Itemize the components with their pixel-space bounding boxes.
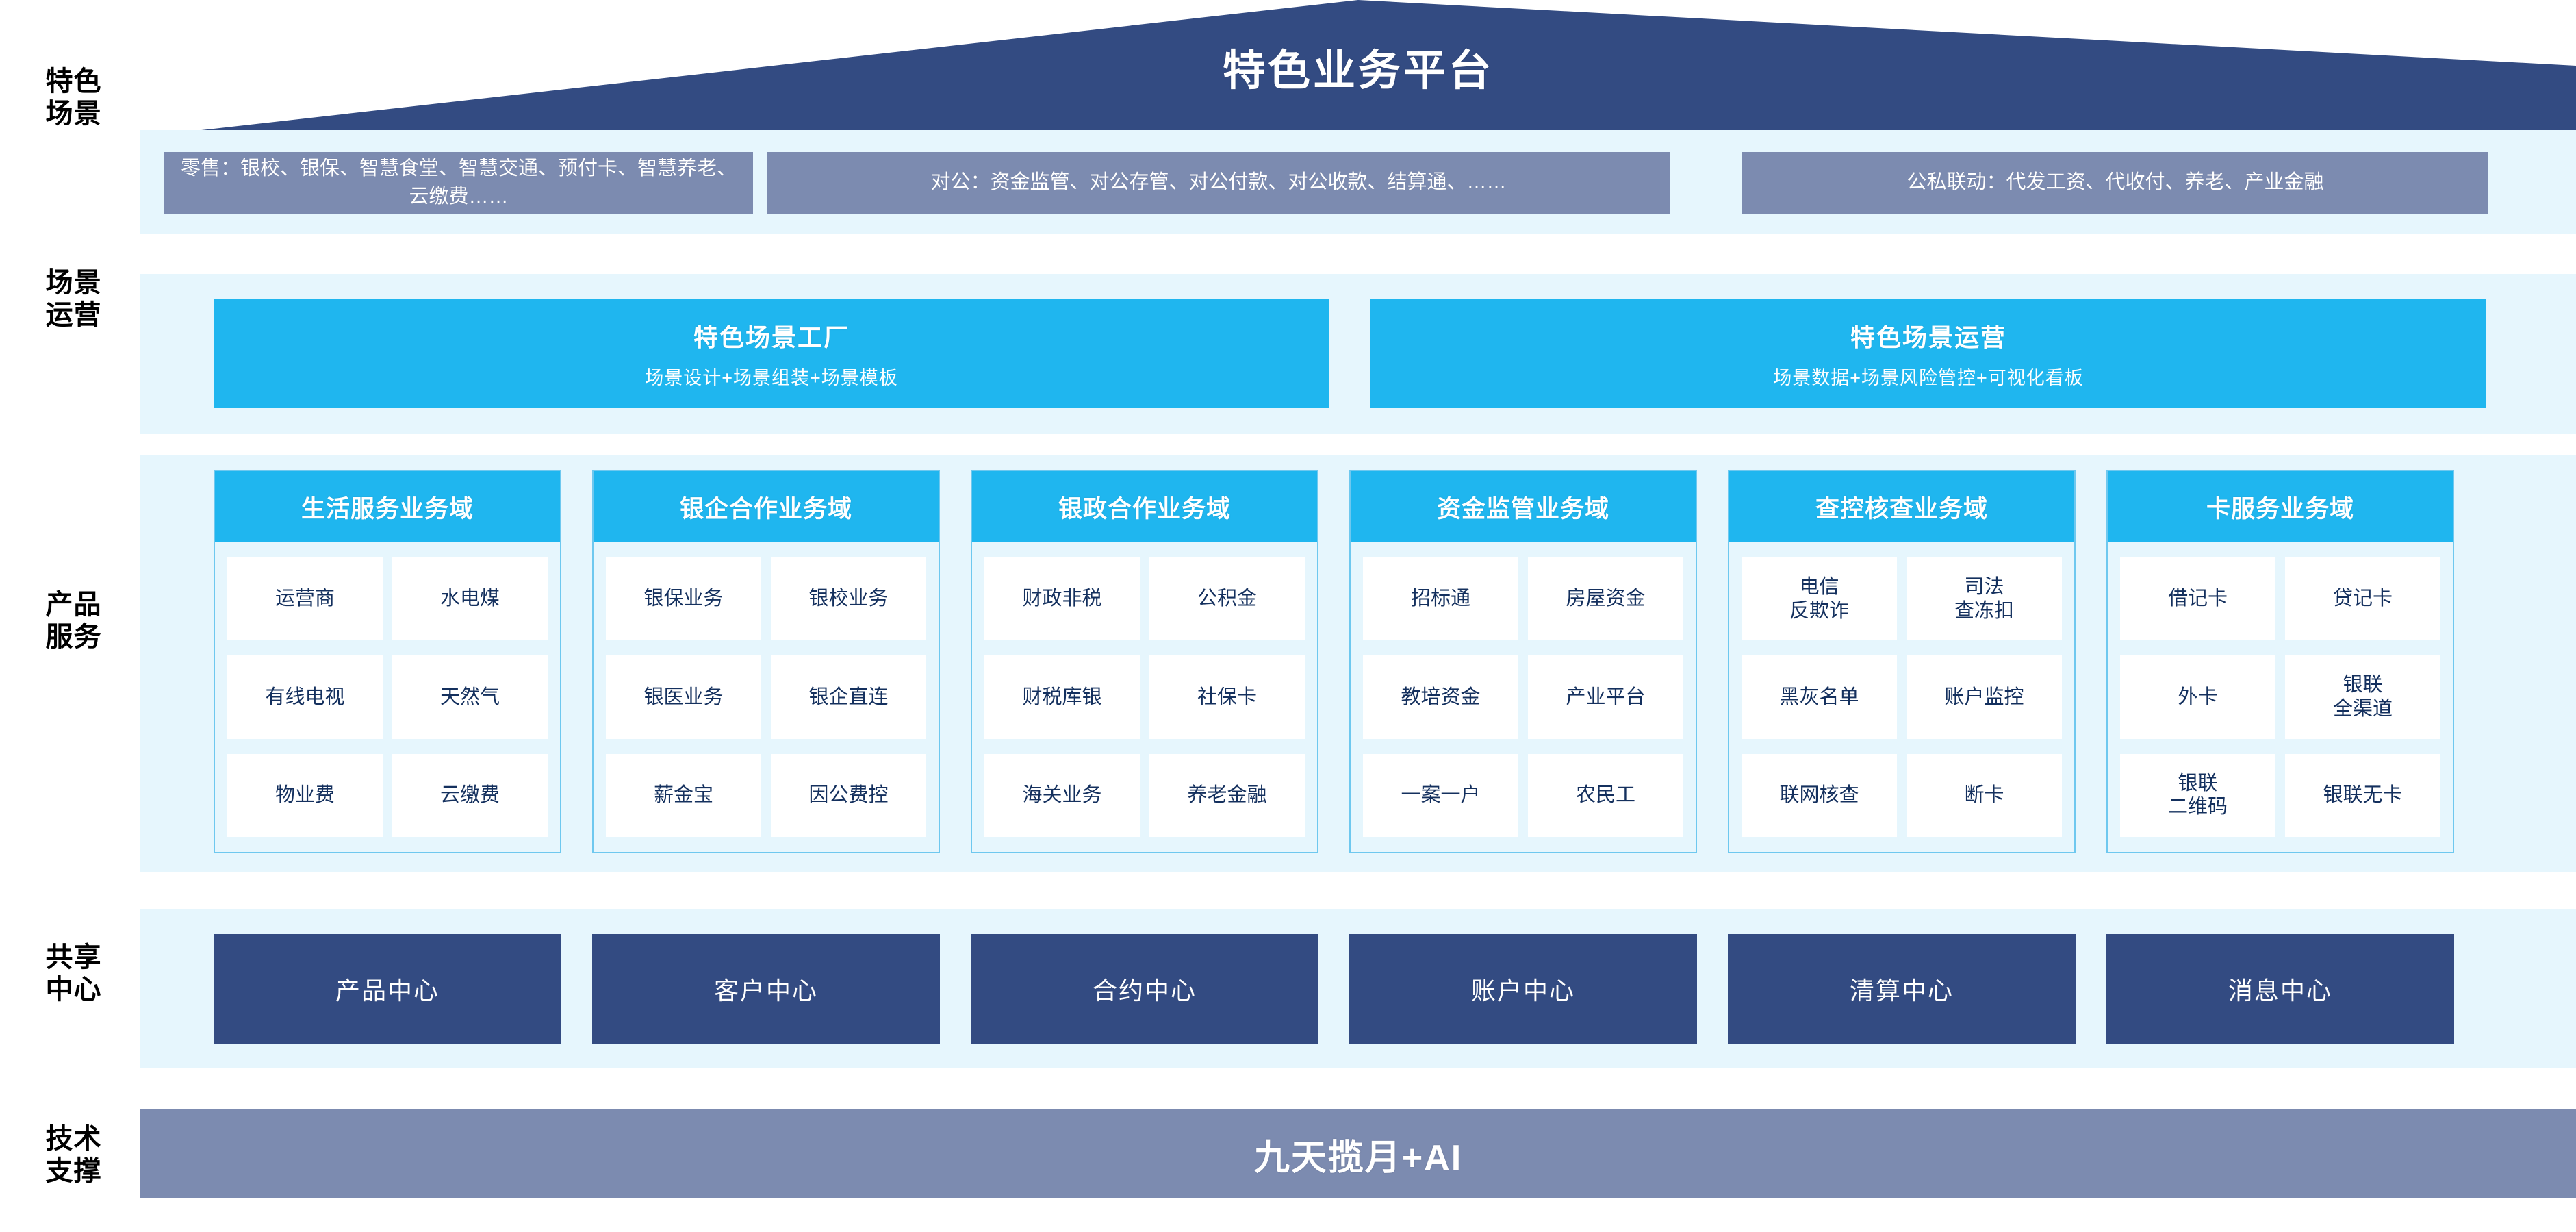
domain-item[interactable]: 有线电视 xyxy=(227,655,383,739)
domain-item[interactable]: 公积金 xyxy=(1149,557,1305,641)
domain-item[interactable]: 断卡 xyxy=(1907,753,2062,837)
domain-column-life-service[interactable]: 生活服务业务域 运营商 水电煤 有线电视 天然气 物业费 云缴费 xyxy=(214,470,561,853)
domain-item[interactable]: 电信 反欺诈 xyxy=(1742,557,1897,641)
domain-item[interactable]: 银联 二维码 xyxy=(2120,753,2275,837)
domain-item[interactable]: 云缴费 xyxy=(392,753,548,837)
domain-items-grid: 借记卡 贷记卡 外卡 银联 全渠道 银联 二维码 银联无卡 xyxy=(2108,542,2453,852)
domain-item[interactable]: 养老金融 xyxy=(1149,753,1305,837)
domain-column-fund-supervision[interactable]: 资金监管业务域 招标通 房屋资金 教培资金 产业平台 一案一户 农民工 xyxy=(1349,470,1697,853)
domain-item[interactable]: 银联 全渠道 xyxy=(2285,655,2440,739)
domain-item[interactable]: 海关业务 xyxy=(984,753,1140,837)
row-label-shared: 共享 中心 xyxy=(45,942,102,1005)
scene-box-corporate: 对公：资金监管、对公存管、对公付款、对公收款、结算通、…… xyxy=(767,152,1670,214)
domain-items-grid: 财政非税 公积金 财税库银 社保卡 海关业务 养老金融 xyxy=(972,542,1317,852)
shared-center-settlement[interactable]: 清算中心 xyxy=(1728,934,2076,1044)
domain-column-bank-enterprise[interactable]: 银企合作业务域 银保业务 银校业务 银医业务 银企直连 薪金宝 因公费控 xyxy=(592,470,940,853)
domain-item[interactable]: 招标通 xyxy=(1363,557,1518,641)
domain-item[interactable]: 天然气 xyxy=(392,655,548,739)
domain-item[interactable]: 贷记卡 xyxy=(2285,557,2440,641)
domain-item[interactable]: 水电煤 xyxy=(392,557,548,641)
scene-box-public-private: 公私联动：代发工资、代收付、养老、产业金融 xyxy=(1742,152,2488,214)
operation-subtitle: 场景设计+场景组装+场景模板 xyxy=(645,367,898,388)
domain-item[interactable]: 教培资金 xyxy=(1363,655,1518,739)
row-label-tech: 技术 支撑 xyxy=(45,1124,102,1187)
domain-item[interactable]: 银校业务 xyxy=(771,557,926,641)
domain-title: 银企合作业务域 xyxy=(594,471,939,542)
domain-item[interactable]: 房屋资金 xyxy=(1528,557,1683,641)
domain-title: 银政合作业务域 xyxy=(972,471,1317,542)
domain-title: 查控核查业务域 xyxy=(1729,471,2074,542)
domain-item[interactable]: 农民工 xyxy=(1528,753,1683,837)
domain-column-investigation[interactable]: 查控核查业务域 电信 反欺诈 司法 查冻扣 黑灰名单 账户监控 联网核查 断卡 xyxy=(1728,470,2076,853)
operation-box-scene-operation: 特色场景运营 场景数据+场景风险管控+可视化看板 xyxy=(1370,299,2486,408)
domain-title: 资金监管业务域 xyxy=(1351,471,1696,542)
domain-item[interactable]: 财税库银 xyxy=(984,655,1140,739)
domain-items-grid: 运营商 水电煤 有线电视 天然气 物业费 云缴费 xyxy=(215,542,560,852)
domain-item[interactable]: 银联无卡 xyxy=(2285,753,2440,837)
domain-column-bank-government[interactable]: 银政合作业务域 财政非税 公积金 财税库银 社保卡 海关业务 养老金融 xyxy=(971,470,1318,853)
domain-item[interactable]: 一案一户 xyxy=(1363,753,1518,837)
domain-item[interactable]: 薪金宝 xyxy=(606,753,761,837)
domain-items-grid: 招标通 房屋资金 教培资金 产业平台 一案一户 农民工 xyxy=(1351,542,1696,852)
operation-box-scene-factory: 特色场景工厂 场景设计+场景组装+场景模板 xyxy=(214,299,1329,408)
platform-title-banner: 特色业务平台 xyxy=(140,0,2576,137)
shared-center-message[interactable]: 消息中心 xyxy=(2106,934,2454,1044)
domain-item[interactable]: 财政非税 xyxy=(984,557,1140,641)
operation-title: 特色场景运营 xyxy=(1850,323,2006,351)
domain-items-grid: 银保业务 银校业务 银医业务 银企直连 薪金宝 因公费控 xyxy=(594,542,939,852)
domain-title: 生活服务业务域 xyxy=(215,471,560,542)
domain-item[interactable]: 产业平台 xyxy=(1528,655,1683,739)
domain-item[interactable]: 黑灰名单 xyxy=(1742,655,1897,739)
shared-center-customer[interactable]: 客户中心 xyxy=(592,934,940,1044)
row-label-scene: 特色 场景 xyxy=(45,66,102,129)
domain-item[interactable]: 司法 查冻扣 xyxy=(1907,557,2062,641)
domain-item[interactable]: 因公费控 xyxy=(771,753,926,837)
scene-box-retail: 零售：银校、银保、智慧食堂、智慧交通、预付卡、智慧养老、云缴费…… xyxy=(164,152,753,214)
domain-item[interactable]: 社保卡 xyxy=(1149,655,1305,739)
domain-title: 卡服务业务域 xyxy=(2108,471,2453,542)
row-label-operation: 场景 运营 xyxy=(45,268,102,331)
domain-item[interactable]: 银企直连 xyxy=(771,655,926,739)
operation-title: 特色场景工厂 xyxy=(693,323,850,351)
page-title: 特色业务平台 xyxy=(1222,47,1494,95)
domain-items-grid: 电信 反欺诈 司法 查冻扣 黑灰名单 账户监控 联网核查 断卡 xyxy=(1729,542,2074,852)
operation-subtitle: 场景数据+场景风险管控+可视化看板 xyxy=(1773,367,2084,388)
domain-item[interactable]: 银医业务 xyxy=(606,655,761,739)
shared-center-product[interactable]: 产品中心 xyxy=(214,934,561,1044)
domain-item[interactable]: 物业费 xyxy=(227,753,383,837)
row-label-product: 产品 服务 xyxy=(45,590,102,653)
domain-item[interactable]: 银保业务 xyxy=(606,557,761,641)
shared-center-contract[interactable]: 合约中心 xyxy=(971,934,1318,1044)
domain-item[interactable]: 联网核查 xyxy=(1742,753,1897,837)
domain-column-card-service[interactable]: 卡服务业务域 借记卡 贷记卡 外卡 银联 全渠道 银联 二维码 银联无卡 xyxy=(2106,470,2454,853)
domain-item[interactable]: 借记卡 xyxy=(2120,557,2275,641)
domain-item[interactable]: 外卡 xyxy=(2120,655,2275,739)
domain-item[interactable]: 运营商 xyxy=(227,557,383,641)
tech-support-bar: 九天揽月+AI xyxy=(140,1109,2576,1198)
shared-center-account[interactable]: 账户中心 xyxy=(1349,934,1697,1044)
domain-item[interactable]: 账户监控 xyxy=(1907,655,2062,739)
